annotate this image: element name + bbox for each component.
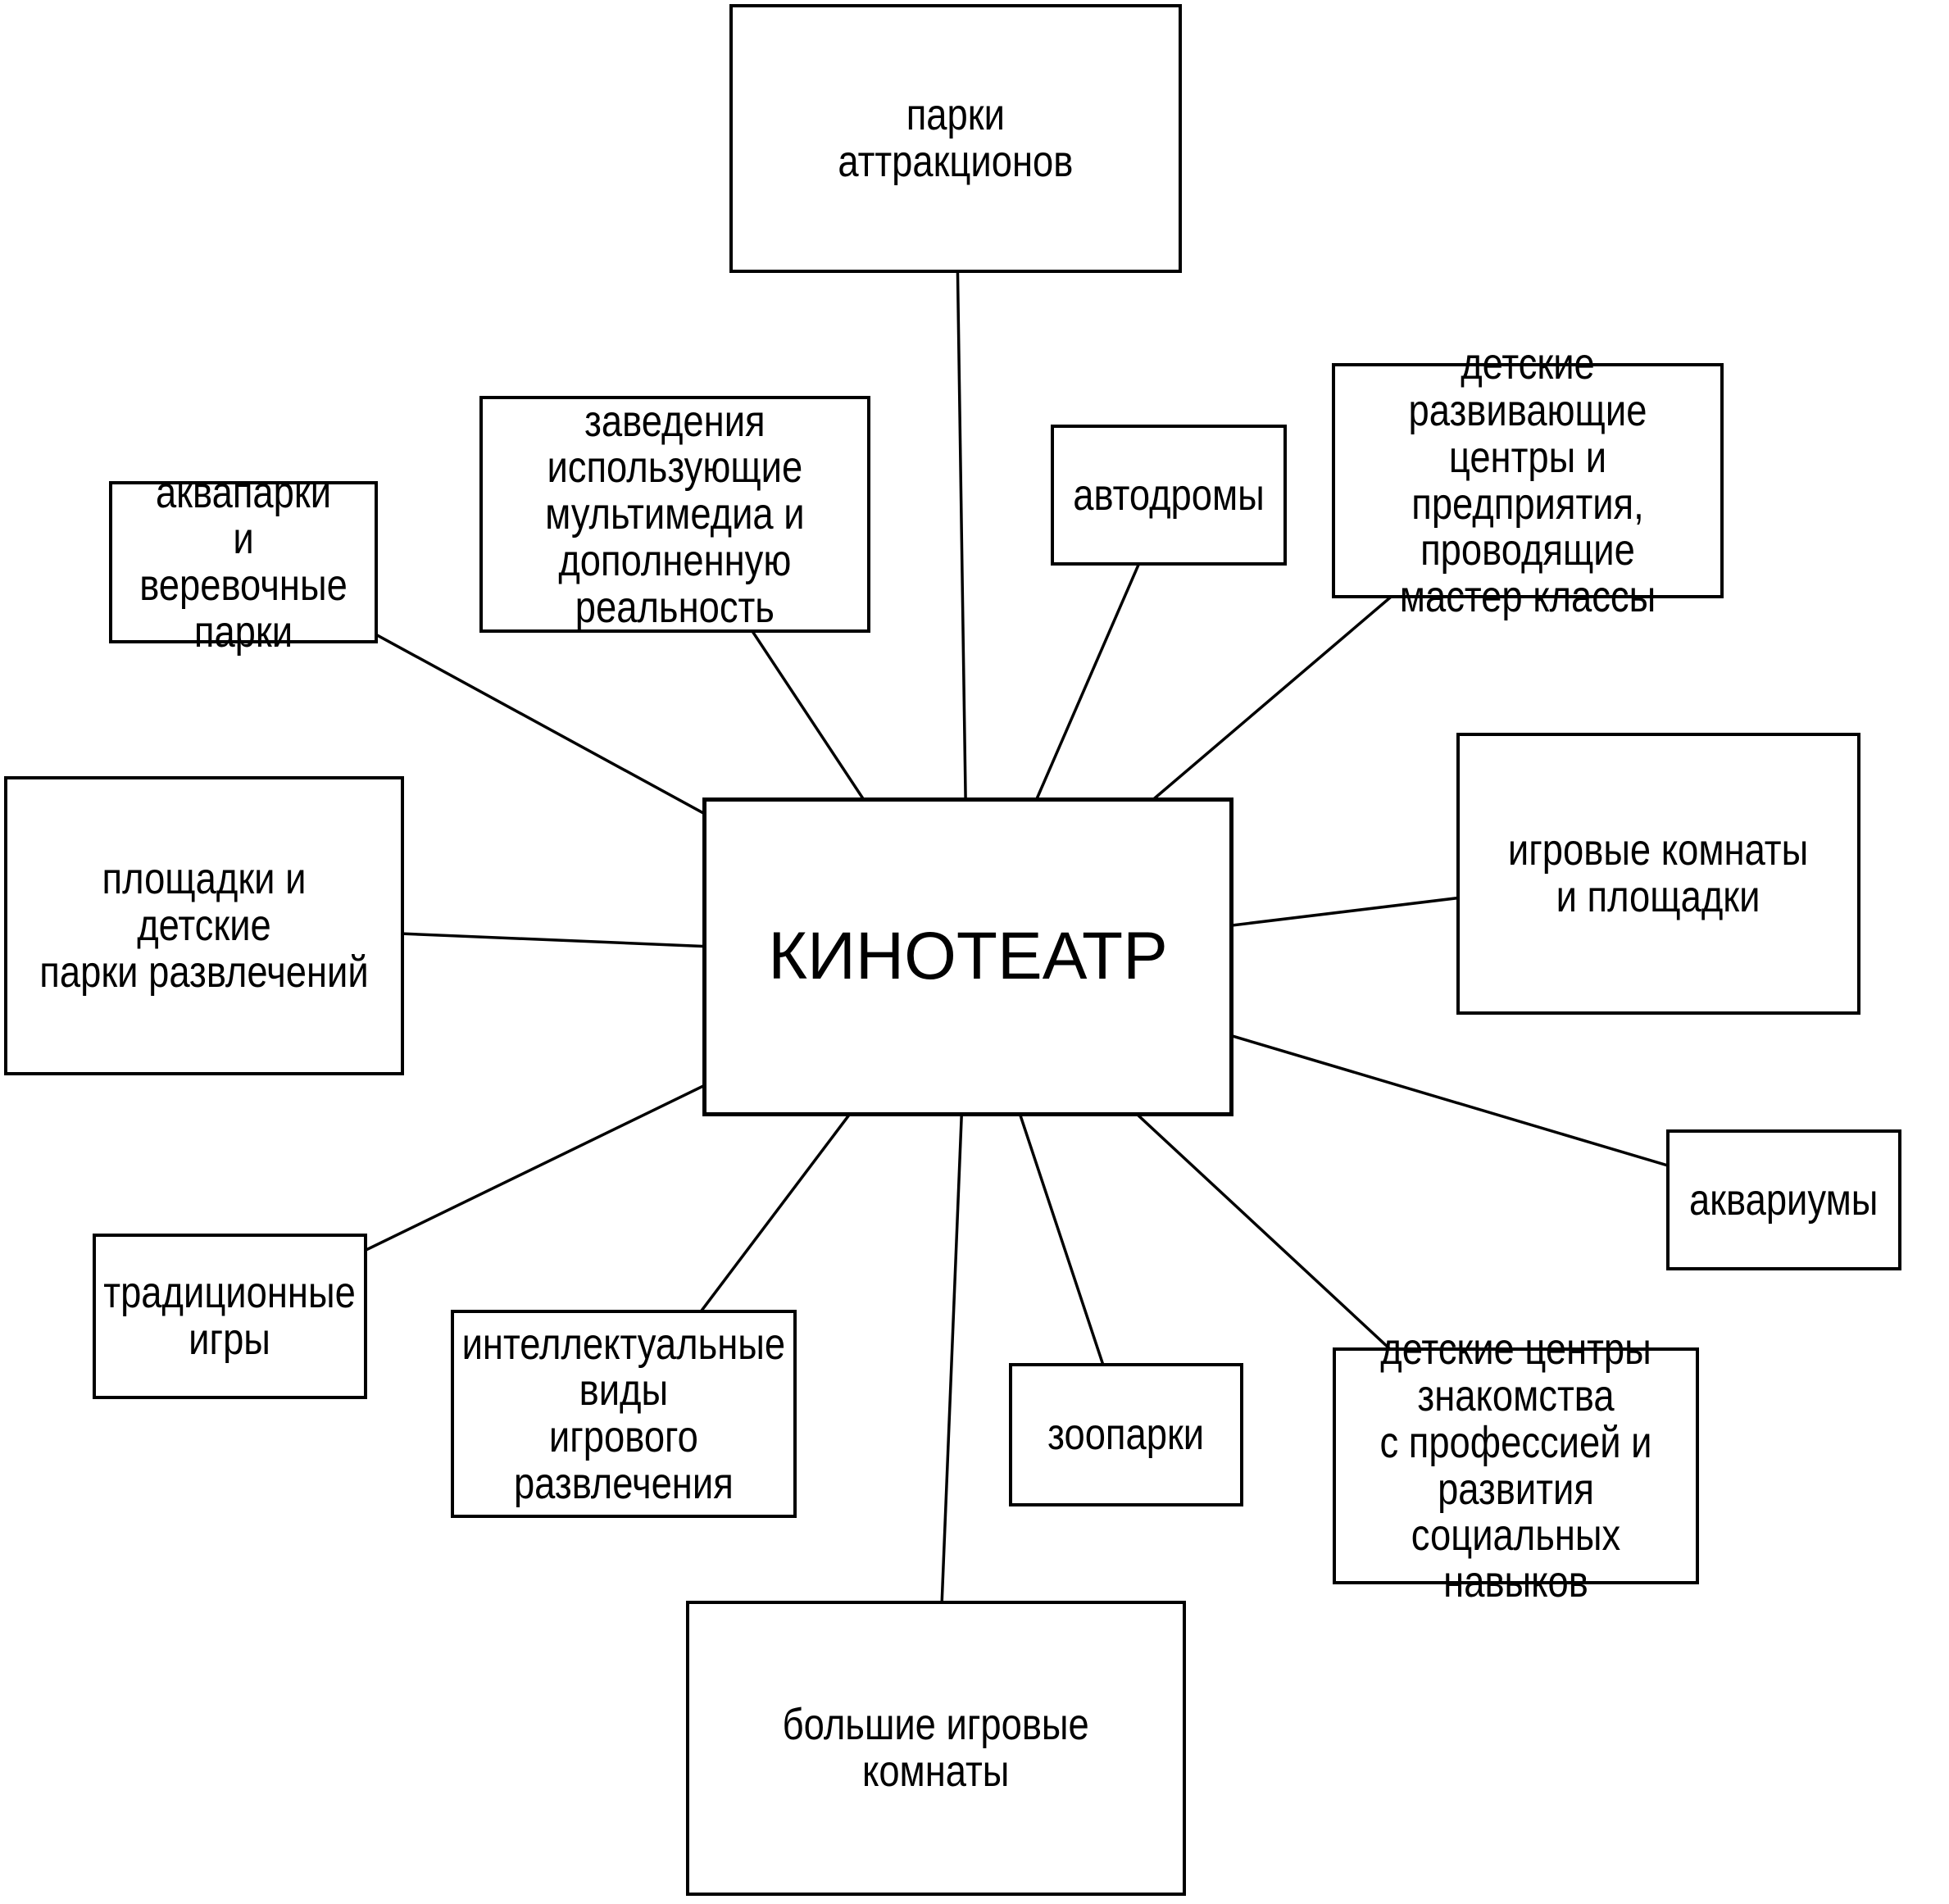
node-akvaparki: аквапарки и веревочные парки (109, 469, 378, 655)
node-parki-attrakcionov: парки аттракционов (729, 4, 1182, 273)
node-akvariumy: аквариумы (1666, 1129, 1901, 1270)
node-intellektualnye-vidy: интеллектуальные виды игрового развлечен… (451, 1310, 797, 1518)
node-label: интеллектуальные виды игрового развлечен… (461, 1319, 786, 1508)
node-label: детские развивающие центры и предприятия… (1399, 339, 1656, 621)
node-label: традиционные игры (103, 1268, 357, 1364)
node-kinoteatr-central: КИНОТЕАТР (702, 797, 1233, 1116)
node-bolshie-igrovye-komnaty: большие игровые комнаты (686, 1601, 1186, 1896)
node-ploshchadki-parki-razvlechenij: площадки и детские парки развлечений (4, 776, 404, 1075)
node-detskie-razvivayushchie-tsentry: детские развивающие центры и предприятия… (1332, 341, 1724, 620)
node-label: парки аттракционов (838, 90, 1074, 186)
node-label: площадки и детские парки развлечений (39, 854, 369, 997)
node-traditsionnye-igry: традиционные игры (93, 1234, 367, 1399)
node-detskie-tsentry-professij: детские центры знакомства с профессией и… (1333, 1326, 1699, 1605)
node-label: аквапарки и веревочные парки (139, 467, 348, 657)
node-label: аквариумы (1689, 1175, 1879, 1225)
node-label: детские центры знакомства с профессией и… (1379, 1325, 1652, 1606)
node-label: заведения использующие мультимедиа и доп… (545, 396, 805, 632)
node-label: игровые комнаты и площадки (1508, 825, 1809, 921)
node-label: большие игровые комнаты (782, 1700, 1090, 1796)
central-node-label: КИНОТЕАТР (768, 919, 1168, 994)
node-label: зоопарки (1047, 1410, 1205, 1460)
node-zooparki: зоопарки (1009, 1363, 1243, 1506)
node-igrovye-komnaty: игровые комнаты и площадки (1456, 733, 1860, 1015)
node-avtodromy: автодромы (1051, 425, 1287, 566)
node-label: автодромы (1073, 470, 1265, 520)
node-multimedia-ar: заведения использующие мультимедиа и доп… (479, 396, 870, 633)
